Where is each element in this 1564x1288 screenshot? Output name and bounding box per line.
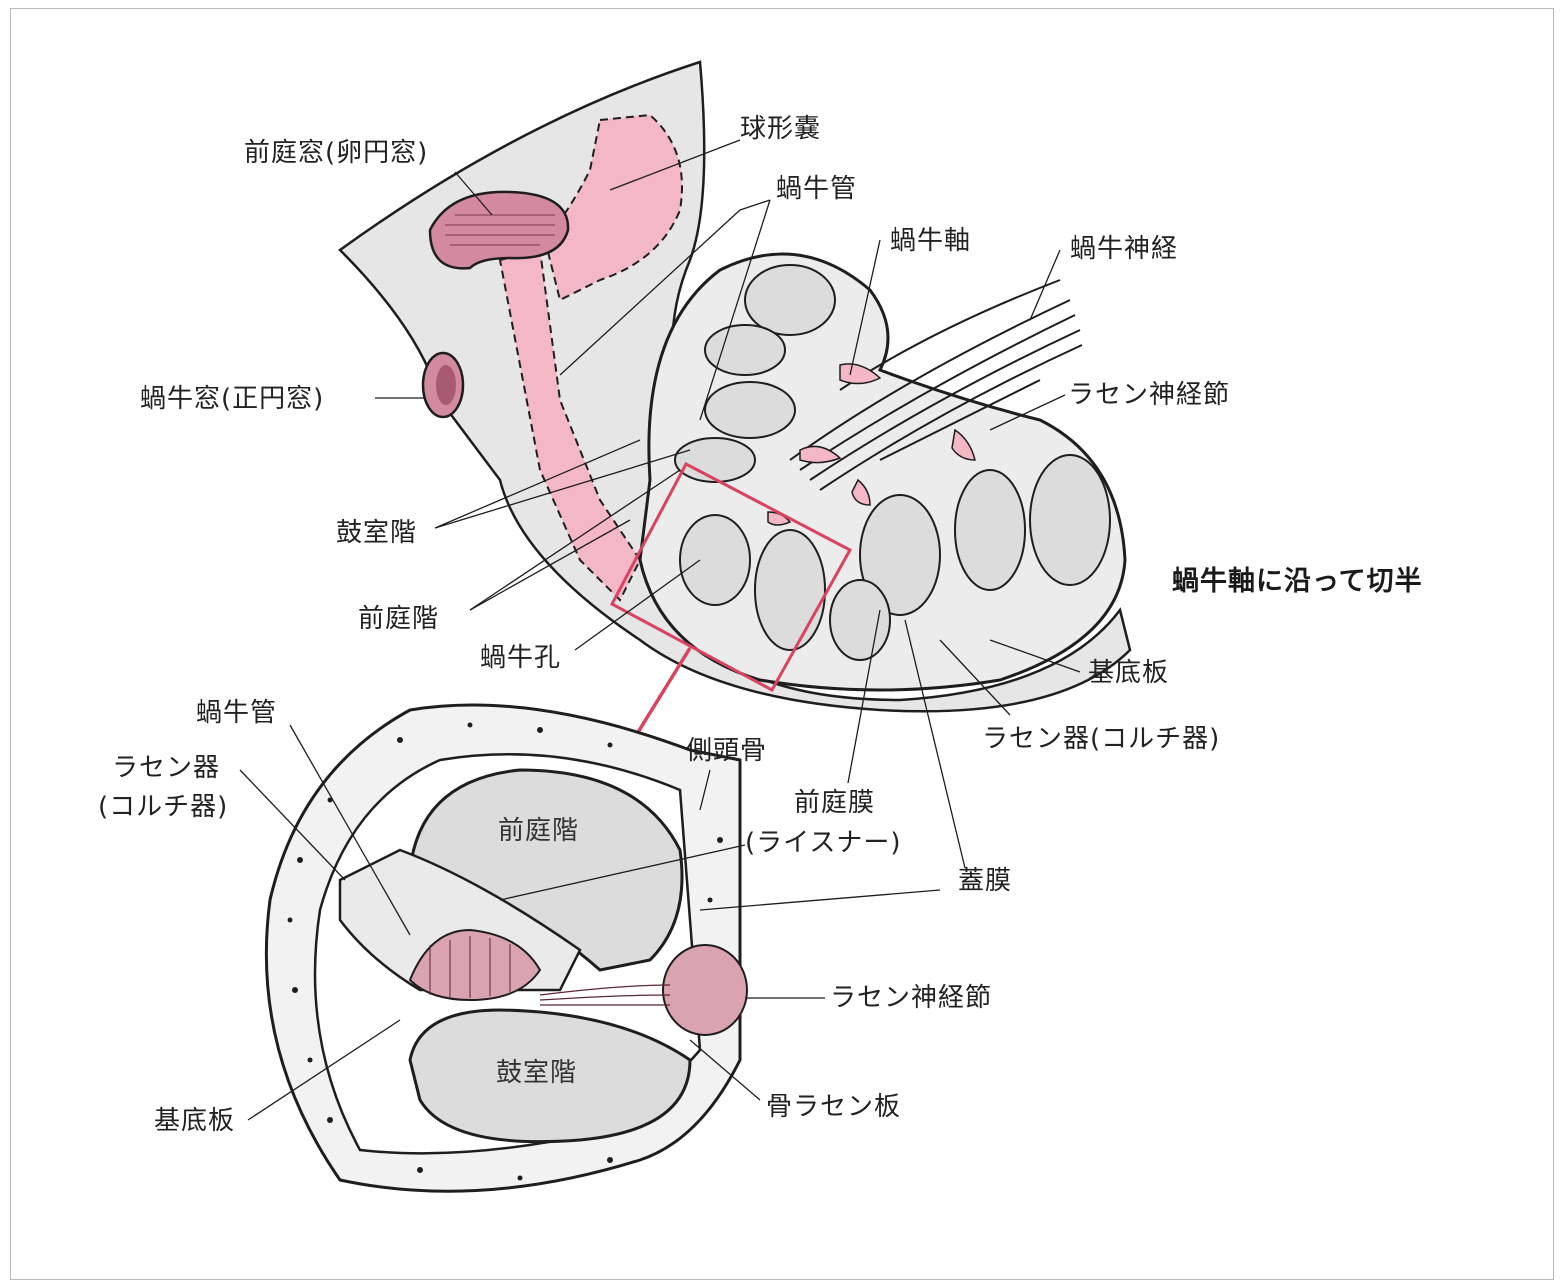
label-organ-corti-top: ラセン器(コルチ器): [982, 726, 1220, 752]
label-cochlear-duct-bottom: 蝸牛管: [196, 700, 277, 726]
label-round-window: 蝸牛窓(正円窓): [140, 386, 324, 412]
label-organ-corti-bottom-2: (コルチ器): [98, 794, 228, 820]
label-basilar-membrane-bottom: 基底板: [154, 1108, 235, 1134]
label-cochlear-duct-top: 蝸牛管: [776, 176, 857, 202]
label-organ-corti-bottom-1: ラセン器: [112, 755, 220, 781]
label-temporal-bone: 側頭骨: [686, 738, 767, 764]
label-scala-vestibuli-top: 前庭階: [358, 606, 439, 632]
round-window-shape: [423, 353, 463, 417]
label-spiral-ganglion-bottom: ラセン神経節: [830, 985, 992, 1011]
label-basilar-membrane-top: 基底板: [1088, 660, 1169, 686]
cochlea-body: [640, 254, 1125, 690]
label-spiral-ganglion-top: ラセン神経節: [1068, 382, 1230, 408]
label-vestibular-membrane-1: 前庭膜: [794, 790, 875, 816]
label-modiolus: 蝸牛軸: [890, 228, 971, 254]
label-osseous-spiral-lamina: 骨ラセン板: [766, 1094, 901, 1120]
label-tectorial-membrane: 蓋膜: [958, 868, 1012, 894]
label-scala-tympani-top: 鼓室階: [336, 520, 417, 546]
label-helicotrema: 蝸牛孔: [480, 645, 561, 671]
section-caption: 蝸牛軸に沿って切半: [1172, 568, 1423, 595]
label-vestibular-membrane-2: (ライスナー): [745, 830, 902, 856]
label-oval-window: 前庭窓(卵円窓): [244, 140, 428, 166]
label-scala-vestibuli-inner: 前庭階: [498, 818, 579, 844]
label-saccule: 球形嚢: [740, 116, 821, 142]
label-cochlear-nerve: 蝸牛神経: [1070, 236, 1178, 262]
label-scala-tympani-inner: 鼓室階: [496, 1060, 577, 1086]
